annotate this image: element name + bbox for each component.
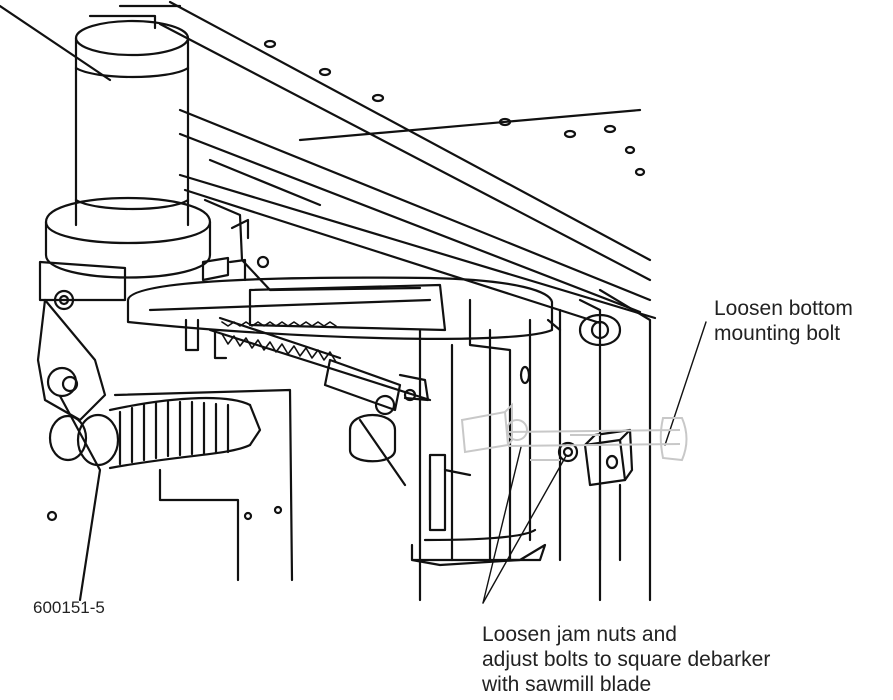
bottom-bolt-callout: Loosen bottom mounting bolt [714, 296, 853, 346]
left-bracket [36, 260, 294, 602]
tension-arm [208, 283, 447, 416]
adjustment-block [557, 428, 634, 562]
leader-lines [482, 321, 707, 604]
center-body [348, 298, 622, 602]
upper-frame [0, 0, 657, 602]
jam-nuts-callout-line-1: Loosen jam nuts and [482, 623, 677, 646]
figure-id-label: 600151-5 [33, 598, 105, 617]
upper-coil-spring [221, 321, 337, 363]
lower-springs [48, 396, 262, 470]
line-art [0, 0, 707, 604]
ghosted-bolt-assembly [460, 402, 688, 462]
jam-nuts-callout: Loosen jam nuts and adjust bolts to squa… [482, 622, 770, 697]
bottom-bolt-callout-line-1: Loosen bottom [714, 297, 853, 320]
jam-nuts-callout-line-2: adjust bolts to square debarker [482, 648, 771, 671]
pivot-plate [126, 198, 554, 360]
jam-nuts-callout-line-3: with sawmill blade [482, 673, 652, 696]
bottom-bolt-callout-line-2: mounting bolt [714, 322, 841, 345]
motor [44, 14, 212, 279]
